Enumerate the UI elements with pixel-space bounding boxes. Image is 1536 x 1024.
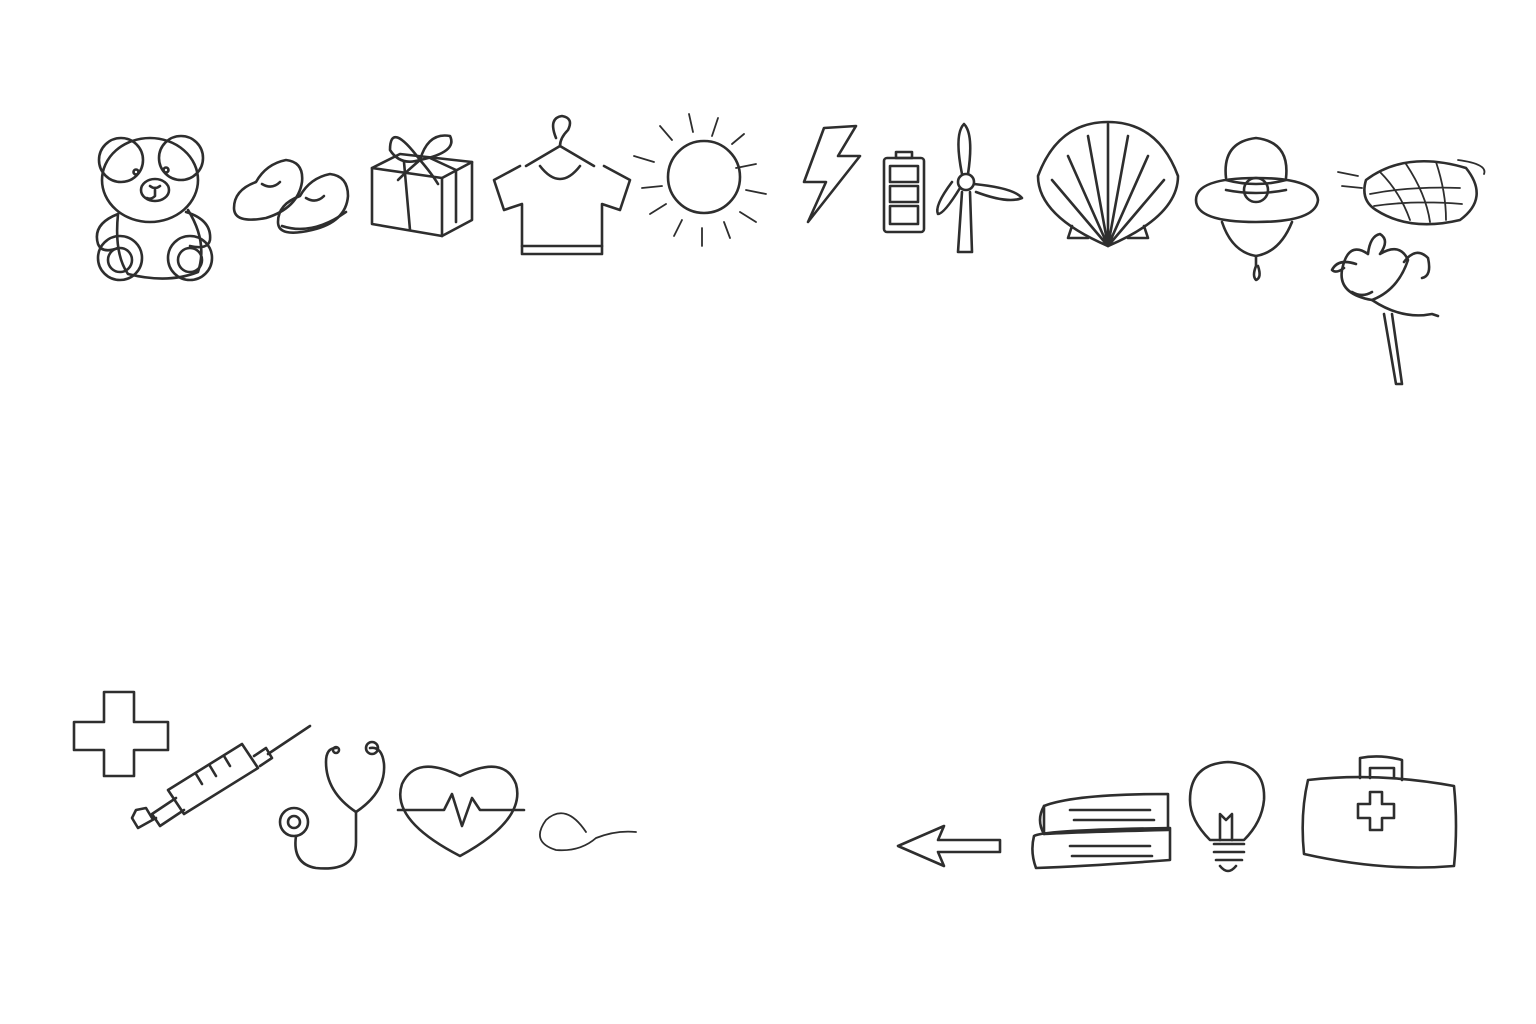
gift-box-icon: [370, 134, 474, 238]
shirt-on-hanger-icon: [492, 114, 632, 256]
book-stack-icon: [1031, 792, 1172, 870]
seashell-icon: [1036, 120, 1180, 248]
light-bulb-icon: [1188, 760, 1266, 873]
teddy-bear-icon: [95, 134, 214, 282]
wind-turbine-icon: [936, 122, 1024, 254]
torch-icon: [1330, 232, 1440, 386]
first-aid-kit-icon: [1301, 755, 1458, 869]
syringe-icon: [130, 724, 312, 830]
heart-pulse-icon: [396, 765, 526, 858]
squiggle-icon: [539, 812, 637, 852]
baby-shoes-icon: [232, 158, 350, 234]
stethoscope-icon: [278, 740, 386, 870]
medical-cross-icon: [72, 690, 170, 778]
cricket-ball-icon: [1337, 159, 1486, 226]
sun-icon: [633, 113, 767, 247]
arrow-left-icon: [896, 824, 1002, 868]
bucket-hat-icon: [1194, 136, 1320, 282]
lightning-bolt-icon: [802, 124, 862, 224]
battery-icon: [882, 150, 926, 234]
